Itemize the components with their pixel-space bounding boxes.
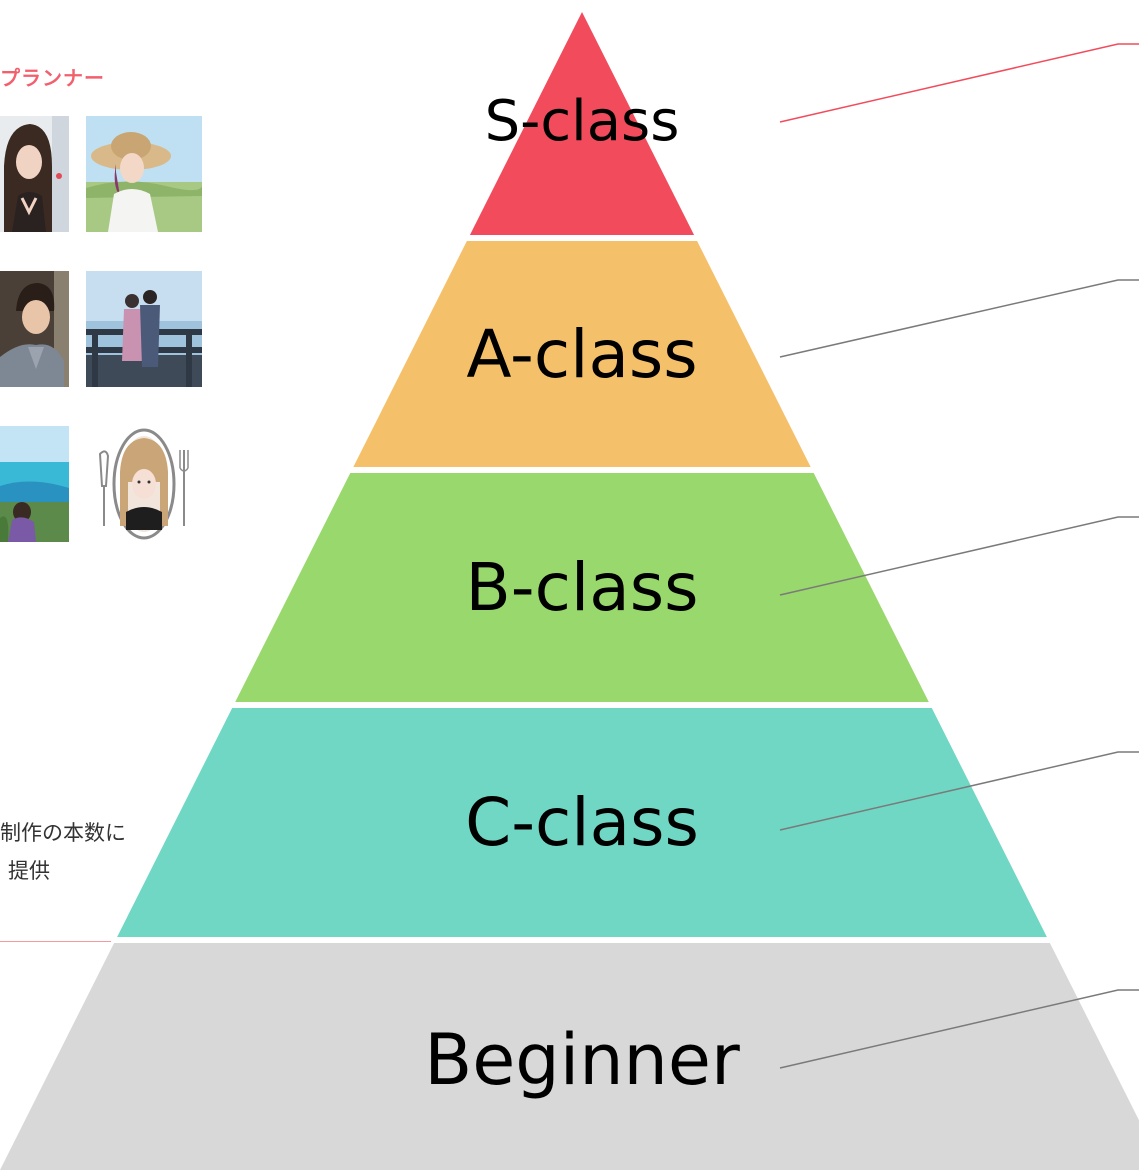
- leader-line-b-class: [779, 516, 1139, 596]
- tier-label-beginner: Beginner: [424, 1019, 740, 1101]
- tier-band-a-class: [353, 241, 811, 467]
- leader-line-s-class: [779, 43, 1139, 123]
- photo-man-portrait[interactable]: [0, 271, 69, 387]
- photo-couple-bridge[interactable]: [86, 271, 202, 387]
- tier-label-c-class: C-class: [465, 784, 699, 861]
- caption-divider: [0, 941, 111, 942]
- caption-line-2: 提供: [8, 859, 50, 883]
- planner-heading: プランナー: [0, 66, 105, 90]
- tier-label-s-class: S-class: [485, 89, 680, 154]
- tier-band-b-class: [235, 473, 929, 702]
- caption-line-1: 制作の本数に: [0, 821, 126, 845]
- leader-line-beginner: [779, 989, 1139, 1069]
- tier-band-s-class: [469, 12, 695, 235]
- tier-band-beginner: [0, 943, 1139, 1170]
- tier-label-a-class: A-class: [466, 316, 697, 393]
- leader-line-a-class: [779, 279, 1139, 358]
- tier-label-b-class: B-class: [466, 549, 699, 626]
- leader-line-c-class: [779, 751, 1139, 831]
- photo-woman-long-hair[interactable]: [0, 116, 69, 232]
- photo-woman-sea[interactable]: [0, 426, 69, 542]
- photo-woman-mirror[interactable]: [86, 426, 202, 542]
- tier-band-c-class: [117, 708, 1047, 937]
- photo-woman-sunhat[interactable]: [86, 116, 202, 232]
